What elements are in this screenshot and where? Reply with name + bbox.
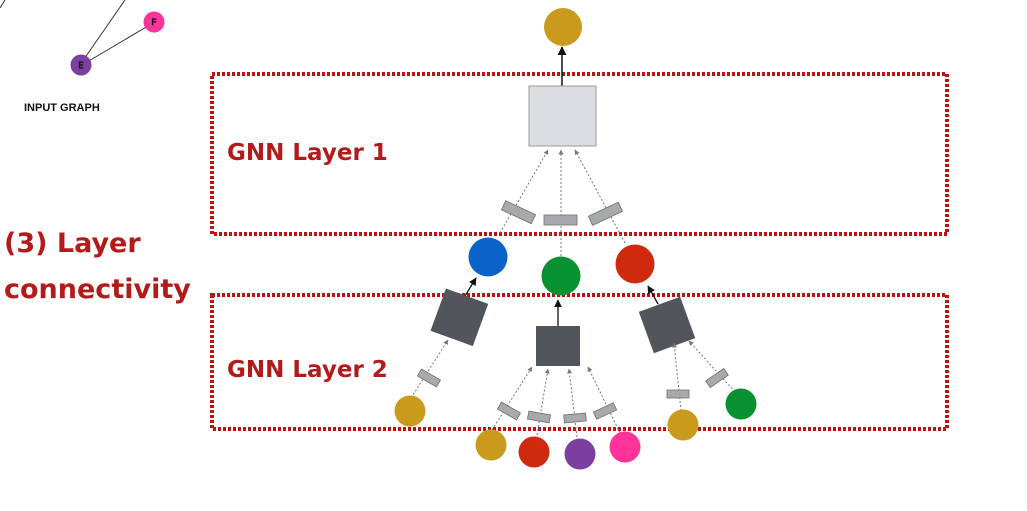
agg-arrow (647, 285, 659, 305)
target-node (544, 8, 582, 46)
layer2-node-left-gold (394, 395, 426, 427)
layer2-aggregator-left (430, 288, 489, 347)
message-transform (543, 214, 578, 226)
input-graph-edge (0, 0, 6, 9)
gnn-layer-2-label: GNN Layer 2 (227, 357, 388, 383)
agg-arrow (464, 277, 477, 297)
message-transform (416, 368, 442, 388)
layer2-aggregator-center (536, 326, 580, 366)
layer2-node-center-red (518, 436, 550, 468)
message-arrow (574, 149, 626, 244)
message-arrow (536, 368, 550, 436)
message-arrow (671, 342, 682, 412)
message-transform (705, 367, 729, 389)
layer2-node-right-green (725, 388, 757, 420)
message-transform (500, 200, 537, 225)
message-transform (563, 412, 587, 424)
message-transform (592, 402, 618, 420)
input-graph: F E INPUT GRAPH (0, 0, 165, 114)
message-arrow (491, 366, 533, 431)
gnn-layer-1-label: GNN Layer 1 (227, 140, 388, 166)
message-transform (587, 201, 624, 226)
layer1-node-blue (468, 237, 508, 277)
message-arrow (688, 340, 736, 393)
input-graph-edge (81, 22, 154, 66)
layer1-node-red (615, 244, 655, 284)
section-label-line1: (3) Layer (4, 228, 141, 259)
message-arrow (410, 339, 449, 399)
layer2-node-center-purple (564, 438, 596, 470)
message-arrow (587, 366, 621, 434)
input-graph-edge (81, 0, 126, 63)
gnn-layer-1-box (210, 72, 949, 236)
input-node-e: E (70, 54, 92, 76)
input-node-f: F (143, 11, 165, 33)
layer2-node-center-pink (609, 431, 641, 463)
section-label-line2: connectivity (4, 274, 191, 305)
layer1-aggregator (528, 85, 597, 147)
message-transform (527, 410, 551, 424)
layer2-node-center-gold (475, 429, 507, 461)
layer2-aggregator-right (638, 296, 696, 354)
layer2-node-right-gold (667, 409, 699, 441)
message-transform (496, 401, 522, 421)
layer1-messages (499, 149, 626, 256)
gnn-layer-2-box (210, 293, 949, 431)
message-arrow (567, 368, 578, 438)
layer2-messages (410, 339, 736, 438)
input-node-e-label: E (78, 61, 84, 72)
input-graph-caption: INPUT GRAPH (24, 102, 100, 114)
layer1-node-green (541, 256, 581, 296)
input-node-f-label: F (151, 18, 157, 29)
message-transform (666, 389, 690, 399)
